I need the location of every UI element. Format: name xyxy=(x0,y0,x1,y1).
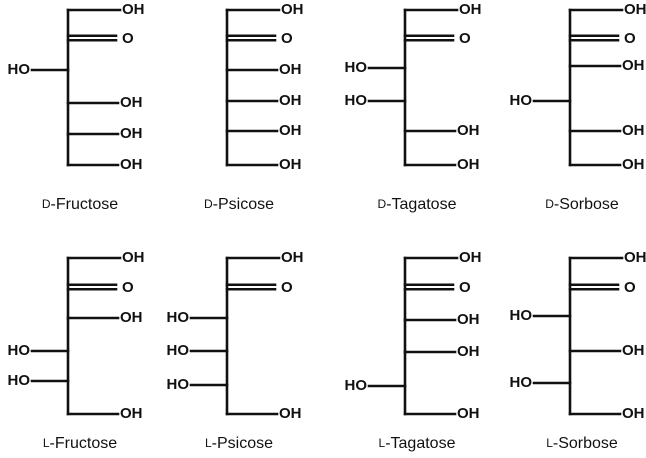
hydroxyl-label-c5: OH xyxy=(120,125,143,142)
caption-prefix: D xyxy=(378,197,387,211)
caption-dash: - xyxy=(50,435,55,452)
hydroxyl-label-c3: OH xyxy=(120,309,143,326)
caption-prefix: D xyxy=(204,197,213,211)
hydroxyl-label-c3: HO xyxy=(510,307,533,324)
caption-name: Sorbose xyxy=(558,435,618,452)
caption-name: Fructose xyxy=(56,196,118,213)
hydroxyl-label-c4: OH xyxy=(120,94,143,111)
hydroxyl-label-c5: OH xyxy=(279,122,302,139)
caption-dash: - xyxy=(554,196,559,213)
molecule-l-psicose: OH O HO HO HO OH L-Psicose xyxy=(167,249,304,452)
carbonyl-oxygen-label: O xyxy=(624,279,636,296)
hydroxyl-label-c3: OH xyxy=(457,311,480,328)
caption-prefix: L xyxy=(43,436,50,450)
hydroxyl-label-c3: HO xyxy=(345,59,368,76)
hydroxyl-label-c4: HO xyxy=(510,92,533,109)
caption-name: Tagatose xyxy=(392,196,457,213)
hydroxyl-label-c4: OH xyxy=(279,92,302,109)
caption-dash: - xyxy=(51,196,56,213)
c6-hydroxyl-label: OH xyxy=(279,156,302,173)
molecule-caption: L-Psicose xyxy=(205,435,273,452)
caption-dash: - xyxy=(212,435,217,452)
c1-hydroxyl-label: OH xyxy=(624,249,646,266)
c6-hydroxyl-label: OH xyxy=(622,156,645,173)
c6-hydroxyl-label: OH xyxy=(457,405,480,422)
molecule-d-fructose: OH O HO OH OH OH D-Fructose xyxy=(8,1,145,213)
caption-name: Psicose xyxy=(218,196,274,213)
molecule-d-psicose: OH O OH OH OH OH D-Psicose xyxy=(204,1,304,213)
caption-prefix: L xyxy=(205,436,212,450)
hydroxyl-label-c4: HO xyxy=(167,342,190,359)
molecule-caption: D-Psicose xyxy=(204,196,274,213)
caption-prefix: D xyxy=(545,197,554,211)
c1-hydroxyl-label: OH xyxy=(459,1,482,18)
c1-hydroxyl-label: OH xyxy=(281,1,304,18)
caption-name: Sorbose xyxy=(559,196,619,213)
carbonyl-oxygen-label: O xyxy=(122,279,134,296)
caption-prefix: L xyxy=(379,436,386,450)
c1-hydroxyl-label: OH xyxy=(459,249,482,266)
molecule-caption: D-Tagatose xyxy=(378,196,457,213)
hydroxyl-label-c4: OH xyxy=(622,342,645,359)
hydroxyl-label-c4: HO xyxy=(345,92,368,109)
carbonyl-oxygen-label: O xyxy=(459,279,471,296)
hydroxyl-label-c3: HO xyxy=(167,309,190,326)
c1-hydroxyl-label: OH xyxy=(624,1,646,18)
c6-hydroxyl-label: OH xyxy=(279,405,302,422)
carbonyl-oxygen-label: O xyxy=(281,279,293,296)
hydroxyl-label-c5: OH xyxy=(622,122,645,139)
carbonyl-oxygen-label: O xyxy=(624,30,636,47)
carbonyl-oxygen-label: O xyxy=(459,30,471,47)
c6-hydroxyl-label: OH xyxy=(622,405,645,422)
caption-name: Fructose xyxy=(55,435,117,452)
carbonyl-oxygen-label: O xyxy=(122,30,134,47)
carbonyl-oxygen-label: O xyxy=(281,30,293,47)
caption-dash: - xyxy=(553,435,558,452)
molecule-caption: L-Sorbose xyxy=(546,435,618,452)
c6-hydroxyl-label: OH xyxy=(120,156,143,173)
hydroxyl-label-c3: OH xyxy=(279,61,302,78)
c1-hydroxyl-label: OH xyxy=(122,1,145,18)
hydroxyl-label-c5: HO xyxy=(167,376,190,393)
molecule-caption: L-Tagatose xyxy=(379,435,456,452)
caption-prefix: L xyxy=(546,436,553,450)
hydroxyl-label-c5: HO xyxy=(510,374,533,391)
caption-dash: - xyxy=(213,196,218,213)
hydroxyl-label-c5: HO xyxy=(8,372,31,389)
c6-hydroxyl-label: OH xyxy=(457,156,480,173)
c1-hydroxyl-label: OH xyxy=(122,249,145,266)
caption-prefix: D xyxy=(42,197,51,211)
hydroxyl-label-c4: OH xyxy=(457,343,480,360)
molecule-caption: L-Fructose xyxy=(43,435,117,452)
c6-hydroxyl-label: OH xyxy=(120,405,143,422)
caption-name: Psicose xyxy=(217,435,273,452)
molecule-d-sorbose: OH O OH HO OH OH D-Sorbose xyxy=(510,1,646,213)
molecule-d-tagatose: OH O HO HO OH OH D-Tagatose xyxy=(345,1,482,213)
molecule-caption: D-Fructose xyxy=(42,196,118,213)
hydroxyl-label-c5: HO xyxy=(345,377,368,394)
molecule-caption: D-Sorbose xyxy=(545,196,619,213)
caption-dash: - xyxy=(385,435,390,452)
caption-dash: - xyxy=(386,196,391,213)
hydroxyl-label-c5: OH xyxy=(457,122,480,139)
hydroxyl-label-c4: HO xyxy=(8,342,31,359)
hydroxyl-label-c3: HO xyxy=(8,61,31,78)
hydroxyl-label-c3: OH xyxy=(622,57,645,74)
c1-hydroxyl-label: OH xyxy=(281,249,304,266)
caption-name: Tagatose xyxy=(391,435,456,452)
